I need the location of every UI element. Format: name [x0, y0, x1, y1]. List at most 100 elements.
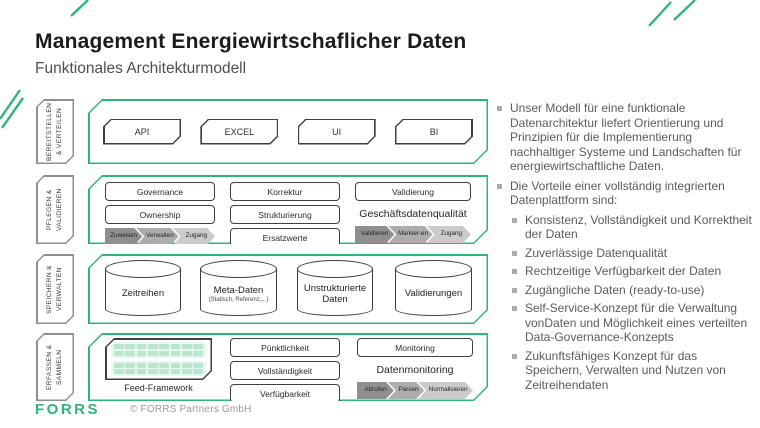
api-label: API — [134, 126, 150, 137]
chevron-markieren: Markier-en — [388, 226, 432, 243]
sidebar-text: Unser Modell für eine funktionale Datena… — [497, 101, 756, 396]
bullet-square-icon — [512, 353, 517, 359]
ersatzwerte-box: Ersatzwerte — [230, 228, 340, 247]
bullet-item: Zukunftsfähiges Konzept für das Speicher… — [512, 349, 756, 393]
qualitaet-column: Validierung Geschäftsdatenqualität Valid… — [355, 175, 471, 244]
bullet-square-icon — [512, 250, 517, 256]
governance-chevrons: Zuweisen Verwalten Zugang — [105, 228, 215, 245]
feed-framework-grid — [111, 342, 206, 376]
bullet-text: Unser Modell für eine funktionale Datena… — [510, 101, 742, 173]
bullet-text: Konsistenz, Vollständigkeit und Korrekth… — [525, 212, 752, 242]
bullet-item: Self-Service-Konzept für die Verwaltung … — [512, 301, 756, 345]
strukturierung-box: Strukturierung — [230, 205, 340, 224]
band-label-text: SPEICHERN & VERWALTEN — [46, 264, 63, 314]
cylinder-top — [395, 260, 472, 278]
validierungen-cylinder: Validierungen — [395, 260, 472, 316]
chevron-zugang-2: Zugang — [427, 226, 471, 243]
monitoring-box: Monitoring — [357, 338, 473, 357]
bullet-text: Self-Service-Konzept für die Verwaltung … — [525, 301, 748, 344]
bullet-square-icon — [512, 269, 517, 274]
monitoring-chevrons: Abrufen Parsen Normalisieren — [357, 382, 473, 399]
band-label-text: BEREITSTELLEN & VERTEILEN — [46, 102, 63, 161]
validierung-box: Validierung — [355, 182, 471, 201]
cylinder-subtitle: (Statisch, Referenz,...) — [208, 297, 269, 304]
band-label-erfassen: ERFASSEN & SAMMELN — [36, 333, 74, 401]
band-speichern: SPEICHERN & VERWALTEN Zeitreihen Meta-Da… — [0, 254, 760, 324]
puenktlichkeit-box: Pünktlichkeit — [230, 338, 340, 357]
monitoring-column: Monitoring Datenmonitoring Abrufen Parse… — [357, 333, 473, 401]
band-label-speichern: SPEICHERN & VERWALTEN — [36, 254, 74, 324]
forrs-logo: FORRS — [35, 401, 100, 418]
bi-box: BI — [395, 119, 473, 145]
vollstaendigkeit-box: Vollständigkeit — [230, 361, 340, 380]
bullet-text: Zugängliche Daten (ready-to-use) — [525, 282, 705, 297]
bullet-square-icon — [512, 306, 517, 311]
cylinder-top — [297, 260, 373, 278]
data-quality-column: Pünktlichkeit Vollständigkeit Verfügbark… — [230, 333, 340, 401]
feed-strip — [111, 361, 206, 377]
quality-chevrons: Validieren Markier-en Zugang — [355, 226, 471, 243]
band-label-pflegen: PFLEGEN & VALIDIEREN — [36, 175, 74, 244]
bullet-text: Zukunftsfähiges Konzept für das Speicher… — [525, 348, 726, 392]
bullet-item: Die Vorteile einer vollständig integrier… — [497, 179, 756, 208]
chevron-zuweisen: Zuweisen — [105, 228, 142, 245]
cylinder-top — [200, 260, 277, 278]
feed-framework-label: Feed-Framework — [124, 383, 193, 393]
governance-box: Governance — [105, 182, 215, 201]
chevron-parsen: Parsen — [388, 382, 424, 399]
datenmonitoring-heading: Datenmonitoring — [376, 363, 454, 376]
bullet-square-icon — [512, 217, 517, 223]
bullet-square-icon — [497, 106, 502, 111]
footer: FORRS © FORRS Partners GmbH — [35, 401, 252, 418]
chevron-abrufen: Abrufen — [357, 382, 394, 399]
cylinder-body — [395, 268, 472, 316]
apps-row: API EXCEL UI BI — [88, 99, 488, 164]
band-bereitstellen: BEREITSTELLEN & VERTEILEN API EXCEL UI B… — [0, 99, 760, 164]
geschaeftsdatenqualitaet-heading: Geschäftsdatenqualität — [359, 207, 467, 220]
ui-box: UI — [298, 119, 376, 145]
band-label-text: ERFASSEN & SAMMELN — [46, 344, 63, 390]
band-container-erfassen: Feed-Framework Pünktlichkeit Vollständig… — [88, 333, 488, 401]
band-container-pflegen: Governance Ownership Zuweisen Verwalten … — [88, 175, 488, 244]
chevron-verwalten: Verwalten — [136, 228, 178, 245]
bullet-item: Unser Modell für eine funktionale Datena… — [497, 101, 756, 174]
page-subtitle: Funktionales Architekturmodell — [35, 60, 247, 77]
ownership-box: Ownership — [105, 205, 215, 224]
page-title: Management Energiewirtschaflicher Daten — [35, 30, 467, 53]
bullet-square-icon — [512, 287, 517, 293]
band-label-bereitstellen: BEREITSTELLEN & VERTEILEN — [36, 99, 74, 164]
bullet-item: Konsistenz, Vollständigkeit und Korrekth… — [512, 213, 756, 242]
korrektur-box: Korrektur — [230, 182, 340, 201]
metadaten-cylinder: Meta-Daten (Statisch, Referenz,...) — [200, 260, 277, 316]
bullet-item: Zuverlässige Datenqualität — [512, 246, 756, 261]
bullet-item: Zugängliche Daten (ready-to-use) — [512, 283, 756, 298]
excel-label: EXCEL — [224, 126, 255, 137]
bullet-text: Zuverlässige Datenqualität — [525, 245, 668, 260]
cylinder-title: Validierungen — [404, 288, 463, 300]
chevron-normalisieren: Normalisieren — [418, 382, 473, 399]
api-box: API — [103, 119, 181, 145]
band-pflegen: PFLEGEN & VALIDIEREN Governance Ownershi… — [0, 175, 760, 244]
chevron-zugang: Zugang — [173, 228, 215, 245]
band-label-text: PFLEGEN & VALIDIEREN — [46, 188, 63, 231]
feed-strip — [111, 342, 206, 358]
band-container-speichern: Zeitreihen Meta-Daten (Statisch, Referen… — [88, 254, 488, 324]
cylinder-title: Zeitreihen — [121, 288, 165, 300]
korrektur-column: Korrektur Strukturierung Ersatzwerte — [230, 175, 340, 244]
bullet-square-icon — [497, 183, 502, 189]
bullet-text: Rechtzeitige Verfügbarkeit der Daten — [525, 264, 722, 278]
cylinder-title: Meta-Daten — [213, 284, 264, 296]
copyright-text: © FORRS Partners GmbH — [130, 404, 252, 415]
excel-box: EXCEL — [200, 119, 278, 145]
band-erfassen: ERFASSEN & SAMMELN Feed-Framework Pünktl… — [0, 333, 760, 401]
ui-label: UI — [332, 126, 342, 137]
chevron-validieren: Validieren — [355, 226, 394, 243]
cylinder-title: Unstrukturierte Daten — [303, 283, 367, 305]
unstrukturierte-cylinder: Unstrukturierte Daten — [297, 260, 373, 316]
band-container-bereitstellen: API EXCEL UI BI — [88, 99, 488, 164]
bi-label: BI — [429, 126, 439, 137]
bullet-text: Die Vorteile einer vollständig integrier… — [510, 178, 725, 208]
bullet-item: Rechtzeitige Verfügbarkeit der Daten — [512, 264, 756, 279]
feed-framework-box — [105, 338, 212, 380]
